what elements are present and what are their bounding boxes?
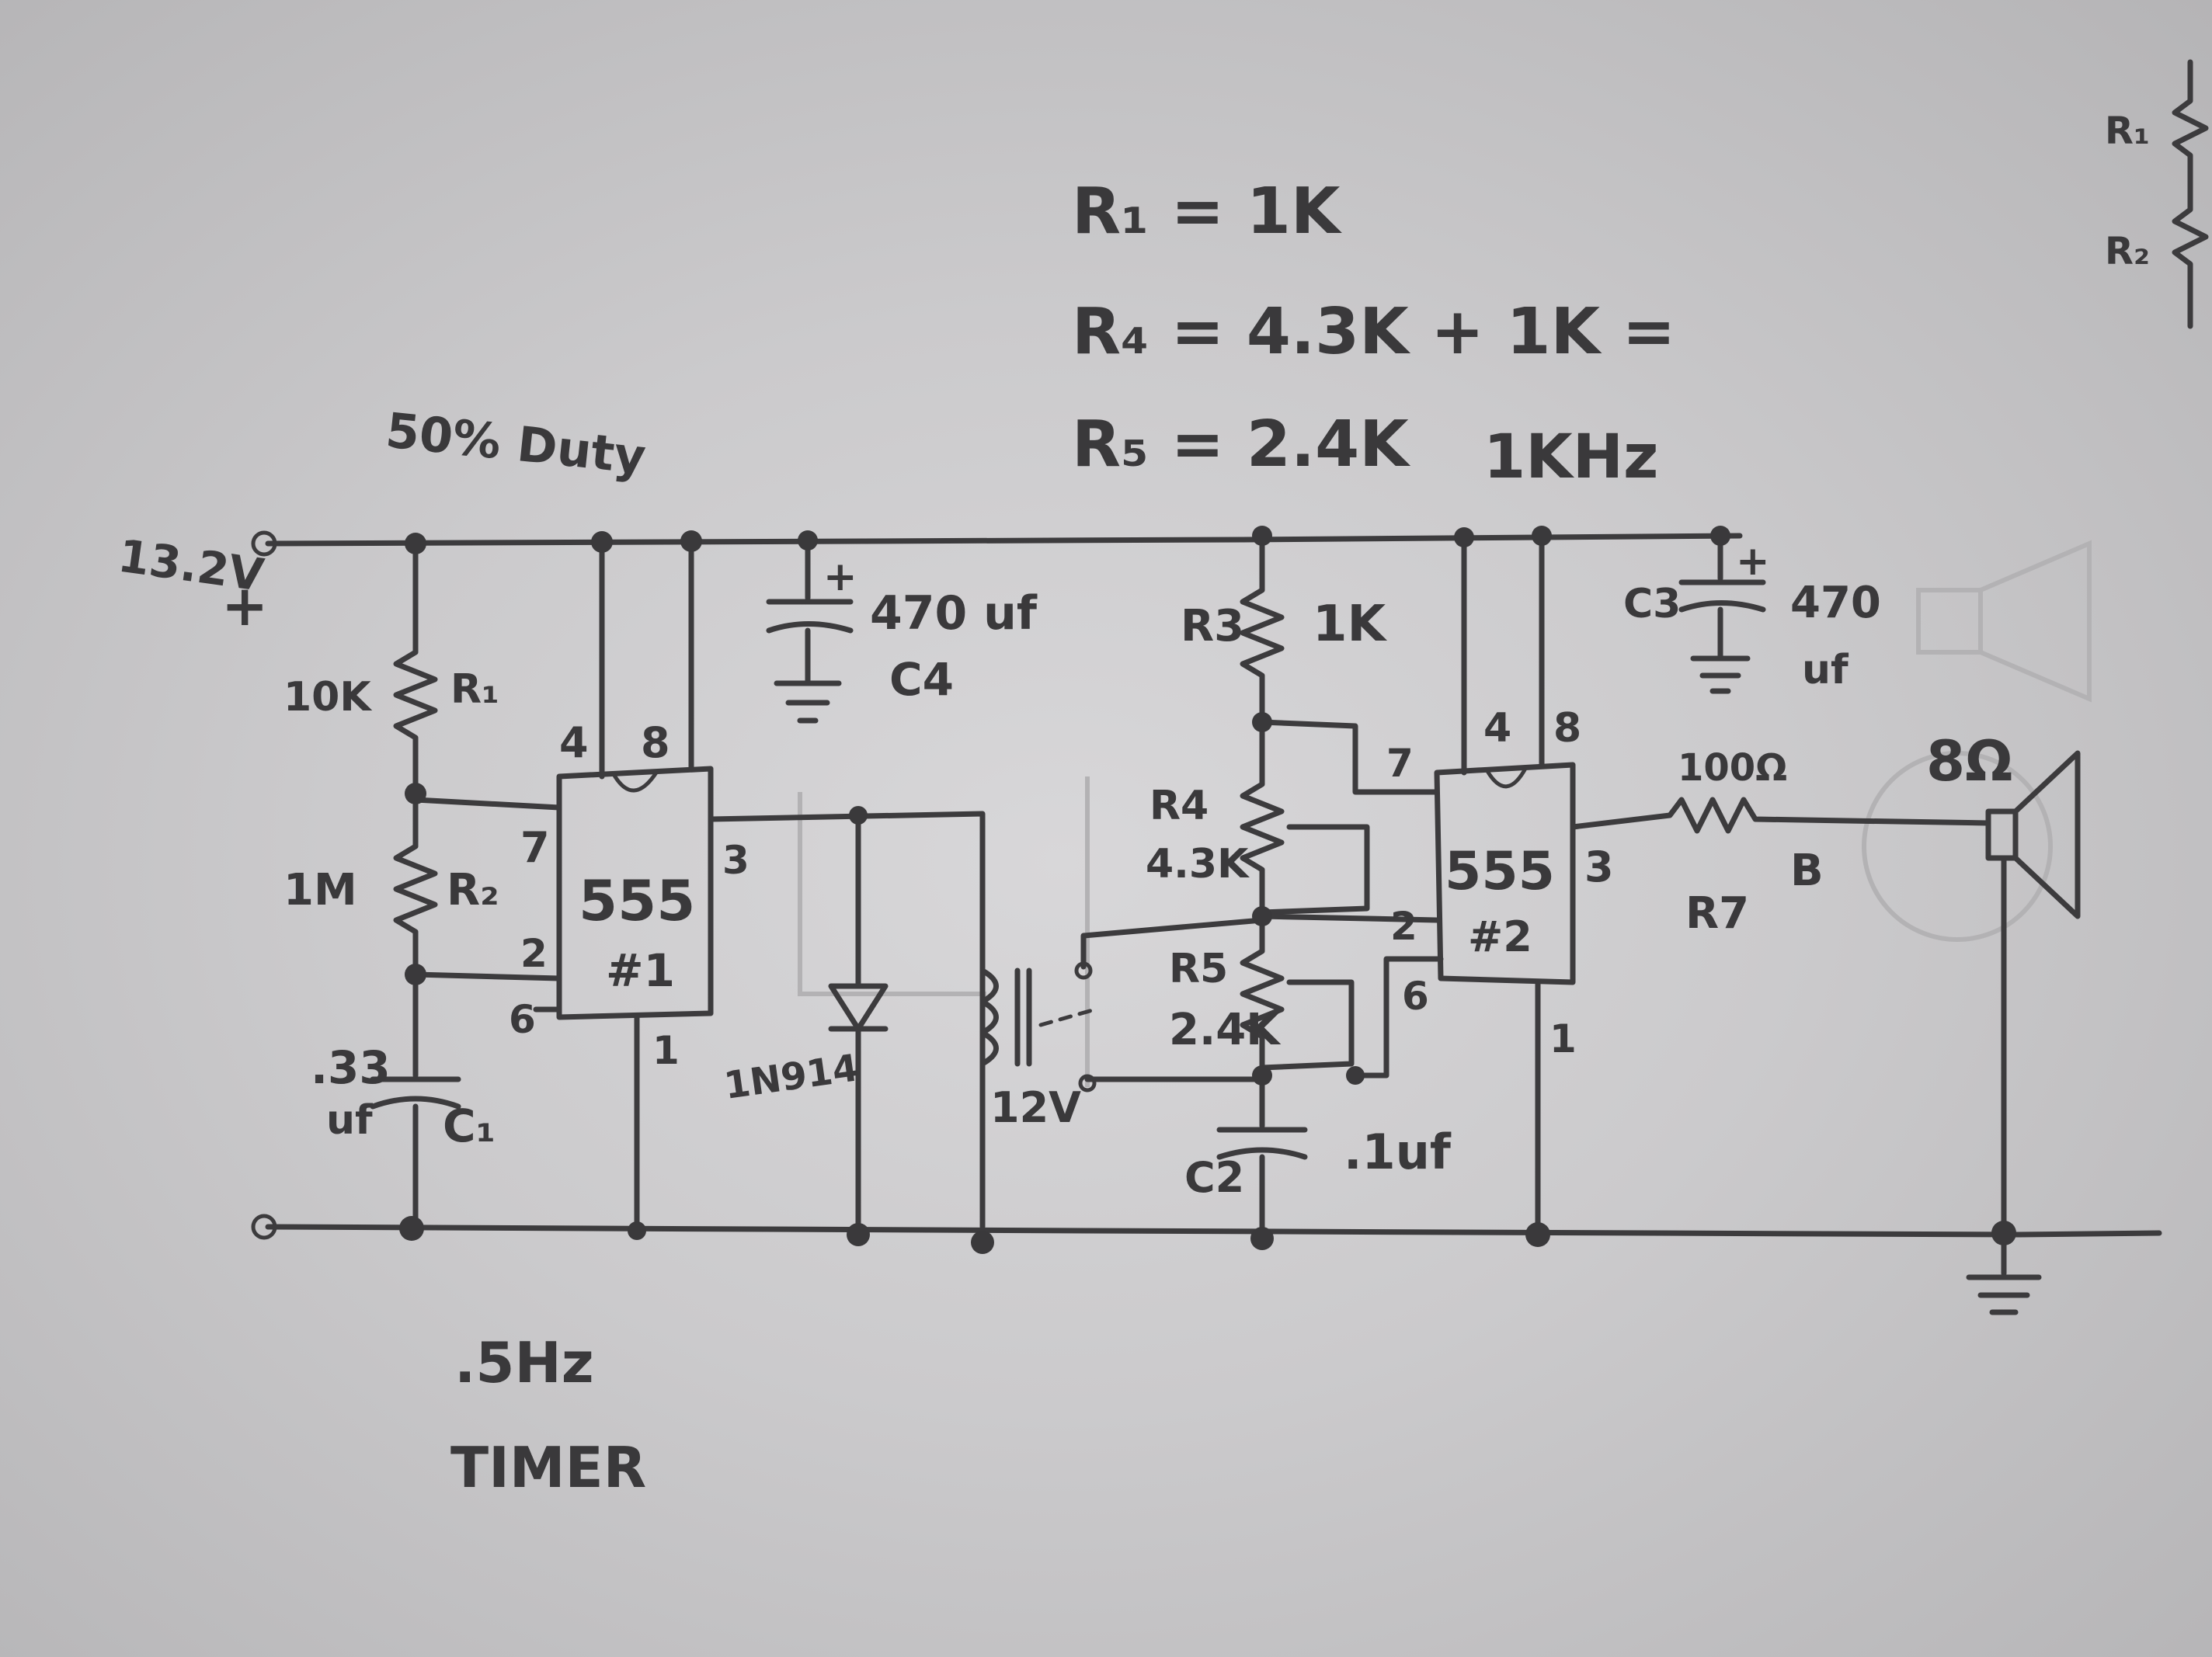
- chip1-pin1: 1: [652, 1028, 680, 1073]
- c4-capacitor: [766, 537, 854, 724]
- c4-value: 470 uf: [870, 586, 1038, 641]
- ground-symbol: [1966, 1230, 2042, 1315]
- corner-sketch: [2172, 59, 2209, 329]
- timer2-circuit: [1074, 526, 2081, 1315]
- r3-resistor: [1240, 533, 1285, 725]
- erased-marks: [798, 540, 2092, 1087]
- r4-name: R4: [1149, 783, 1209, 829]
- r5-value: 2.4K: [1169, 1005, 1282, 1055]
- middle-circuit: [766, 530, 1097, 1254]
- ground-terminal: [251, 1214, 277, 1240]
- c1-value-b: uf: [326, 1097, 374, 1144]
- chip1-pin8: 8: [641, 718, 670, 767]
- node-b: B: [1790, 846, 1824, 896]
- duty-label: 50% Duty: [383, 401, 648, 485]
- eq-r4: R₄ = 4.3K + 1K =: [1072, 295, 1675, 369]
- r4-value: 4.3K: [1146, 841, 1250, 888]
- chip2-label: 555: [1445, 841, 1555, 902]
- chip2-pin6: 6: [1402, 974, 1429, 1019]
- chip1-pin4: 4: [559, 718, 589, 767]
- c3-plus: +: [1736, 538, 1770, 585]
- corner-r2: R₂: [2105, 230, 2150, 273]
- diode-1n914: [828, 812, 889, 1234]
- r3-name: R3: [1181, 601, 1244, 651]
- positive-rail: [265, 533, 1743, 547]
- c1-capacitor: [370, 971, 461, 1230]
- r1-name: R₁: [450, 666, 499, 713]
- supply-plus: +: [221, 573, 268, 638]
- chip1-pin7: 7: [520, 823, 550, 872]
- chip1-body: [556, 766, 714, 1020]
- chip1-label: 555: [579, 868, 695, 933]
- chip2-pin1: 1: [1549, 1016, 1577, 1061]
- r4-potentiometer: [1240, 719, 1370, 919]
- chip2-pin3: 3: [1584, 842, 1614, 891]
- r5-potentiometer: [1240, 913, 1355, 1075]
- c1-name: C₁: [443, 1099, 496, 1152]
- speaker: [1985, 750, 2081, 1236]
- chip2-pin7: 7: [1386, 741, 1414, 786]
- ground-rail: [265, 1224, 2162, 1238]
- r3-value: 1K: [1313, 596, 1388, 653]
- c3-name: C3: [1623, 581, 1681, 627]
- eq-r5: R₅ = 2.4K: [1072, 408, 1411, 481]
- r7-name: R7: [1685, 888, 1749, 939]
- eq-r1: R₁ = 1K: [1072, 175, 1343, 248]
- c3-value-a: 470: [1790, 578, 1881, 628]
- corner-labels: R₁ R₂: [2105, 109, 2150, 273]
- chip2-number: #2: [1468, 912, 1532, 961]
- c4-plus: +: [823, 554, 857, 600]
- c1-value-a: .33: [311, 1041, 391, 1094]
- positive-terminal: [251, 530, 277, 557]
- timer1-circuit: [370, 530, 986, 1241]
- r7-resistor: [1570, 797, 1991, 834]
- r5-name: R5: [1169, 946, 1228, 992]
- c3-capacitor: [1678, 533, 1766, 694]
- r2-resistor: [393, 789, 438, 978]
- r7-value: 100Ω: [1678, 746, 1787, 790]
- relay-label: 12V: [990, 1083, 1081, 1132]
- equations: R₁ = 1K R₄ = 4.3K + 1K = R₅ = 2.4K 1KHz: [1072, 175, 1675, 492]
- chip2-pin4: 4: [1483, 705, 1511, 752]
- c2-capacitor: [1216, 1072, 1308, 1238]
- timer1-labels: 13.2V + 50% Duty 10K R₁ 1M R₂ .33 uf C₁ …: [115, 401, 750, 1500]
- timer2-labels: R3 1K R4 4.3K R5 2.4K C2 .1uf 555 #2 4 8…: [1146, 538, 2012, 1202]
- chip1-pin2: 2: [520, 931, 548, 976]
- relay-coil: [979, 967, 1032, 1067]
- c2-name: C2: [1184, 1153, 1244, 1202]
- chip1-number: #1: [606, 944, 675, 997]
- chip1-pin3: 3: [722, 838, 750, 883]
- r1-resistor: [393, 540, 438, 795]
- chip1-pin6: 6: [509, 997, 536, 1042]
- timer1-title: TIMER: [450, 1435, 646, 1500]
- r2-name: R₂: [447, 865, 499, 915]
- c4-name: C4: [889, 653, 954, 706]
- eq-freq: 1KHz: [1483, 422, 1658, 492]
- timer1-frequency: .5Hz: [454, 1330, 594, 1395]
- c2-value: .1uf: [1344, 1124, 1452, 1180]
- speaker-label: 8Ω: [1926, 728, 2012, 794]
- c3-value-b: uf: [1802, 647, 1849, 693]
- r2-value: 1M: [283, 865, 357, 915]
- chip2-pin8: 8: [1553, 705, 1581, 752]
- relay-armature: [1038, 1007, 1097, 1027]
- corner-r1: R₁: [2105, 109, 2150, 153]
- chip2-pin2: 2: [1390, 904, 1417, 949]
- diode-label: 1N914: [722, 1046, 861, 1108]
- r1-value: 10K: [283, 674, 372, 721]
